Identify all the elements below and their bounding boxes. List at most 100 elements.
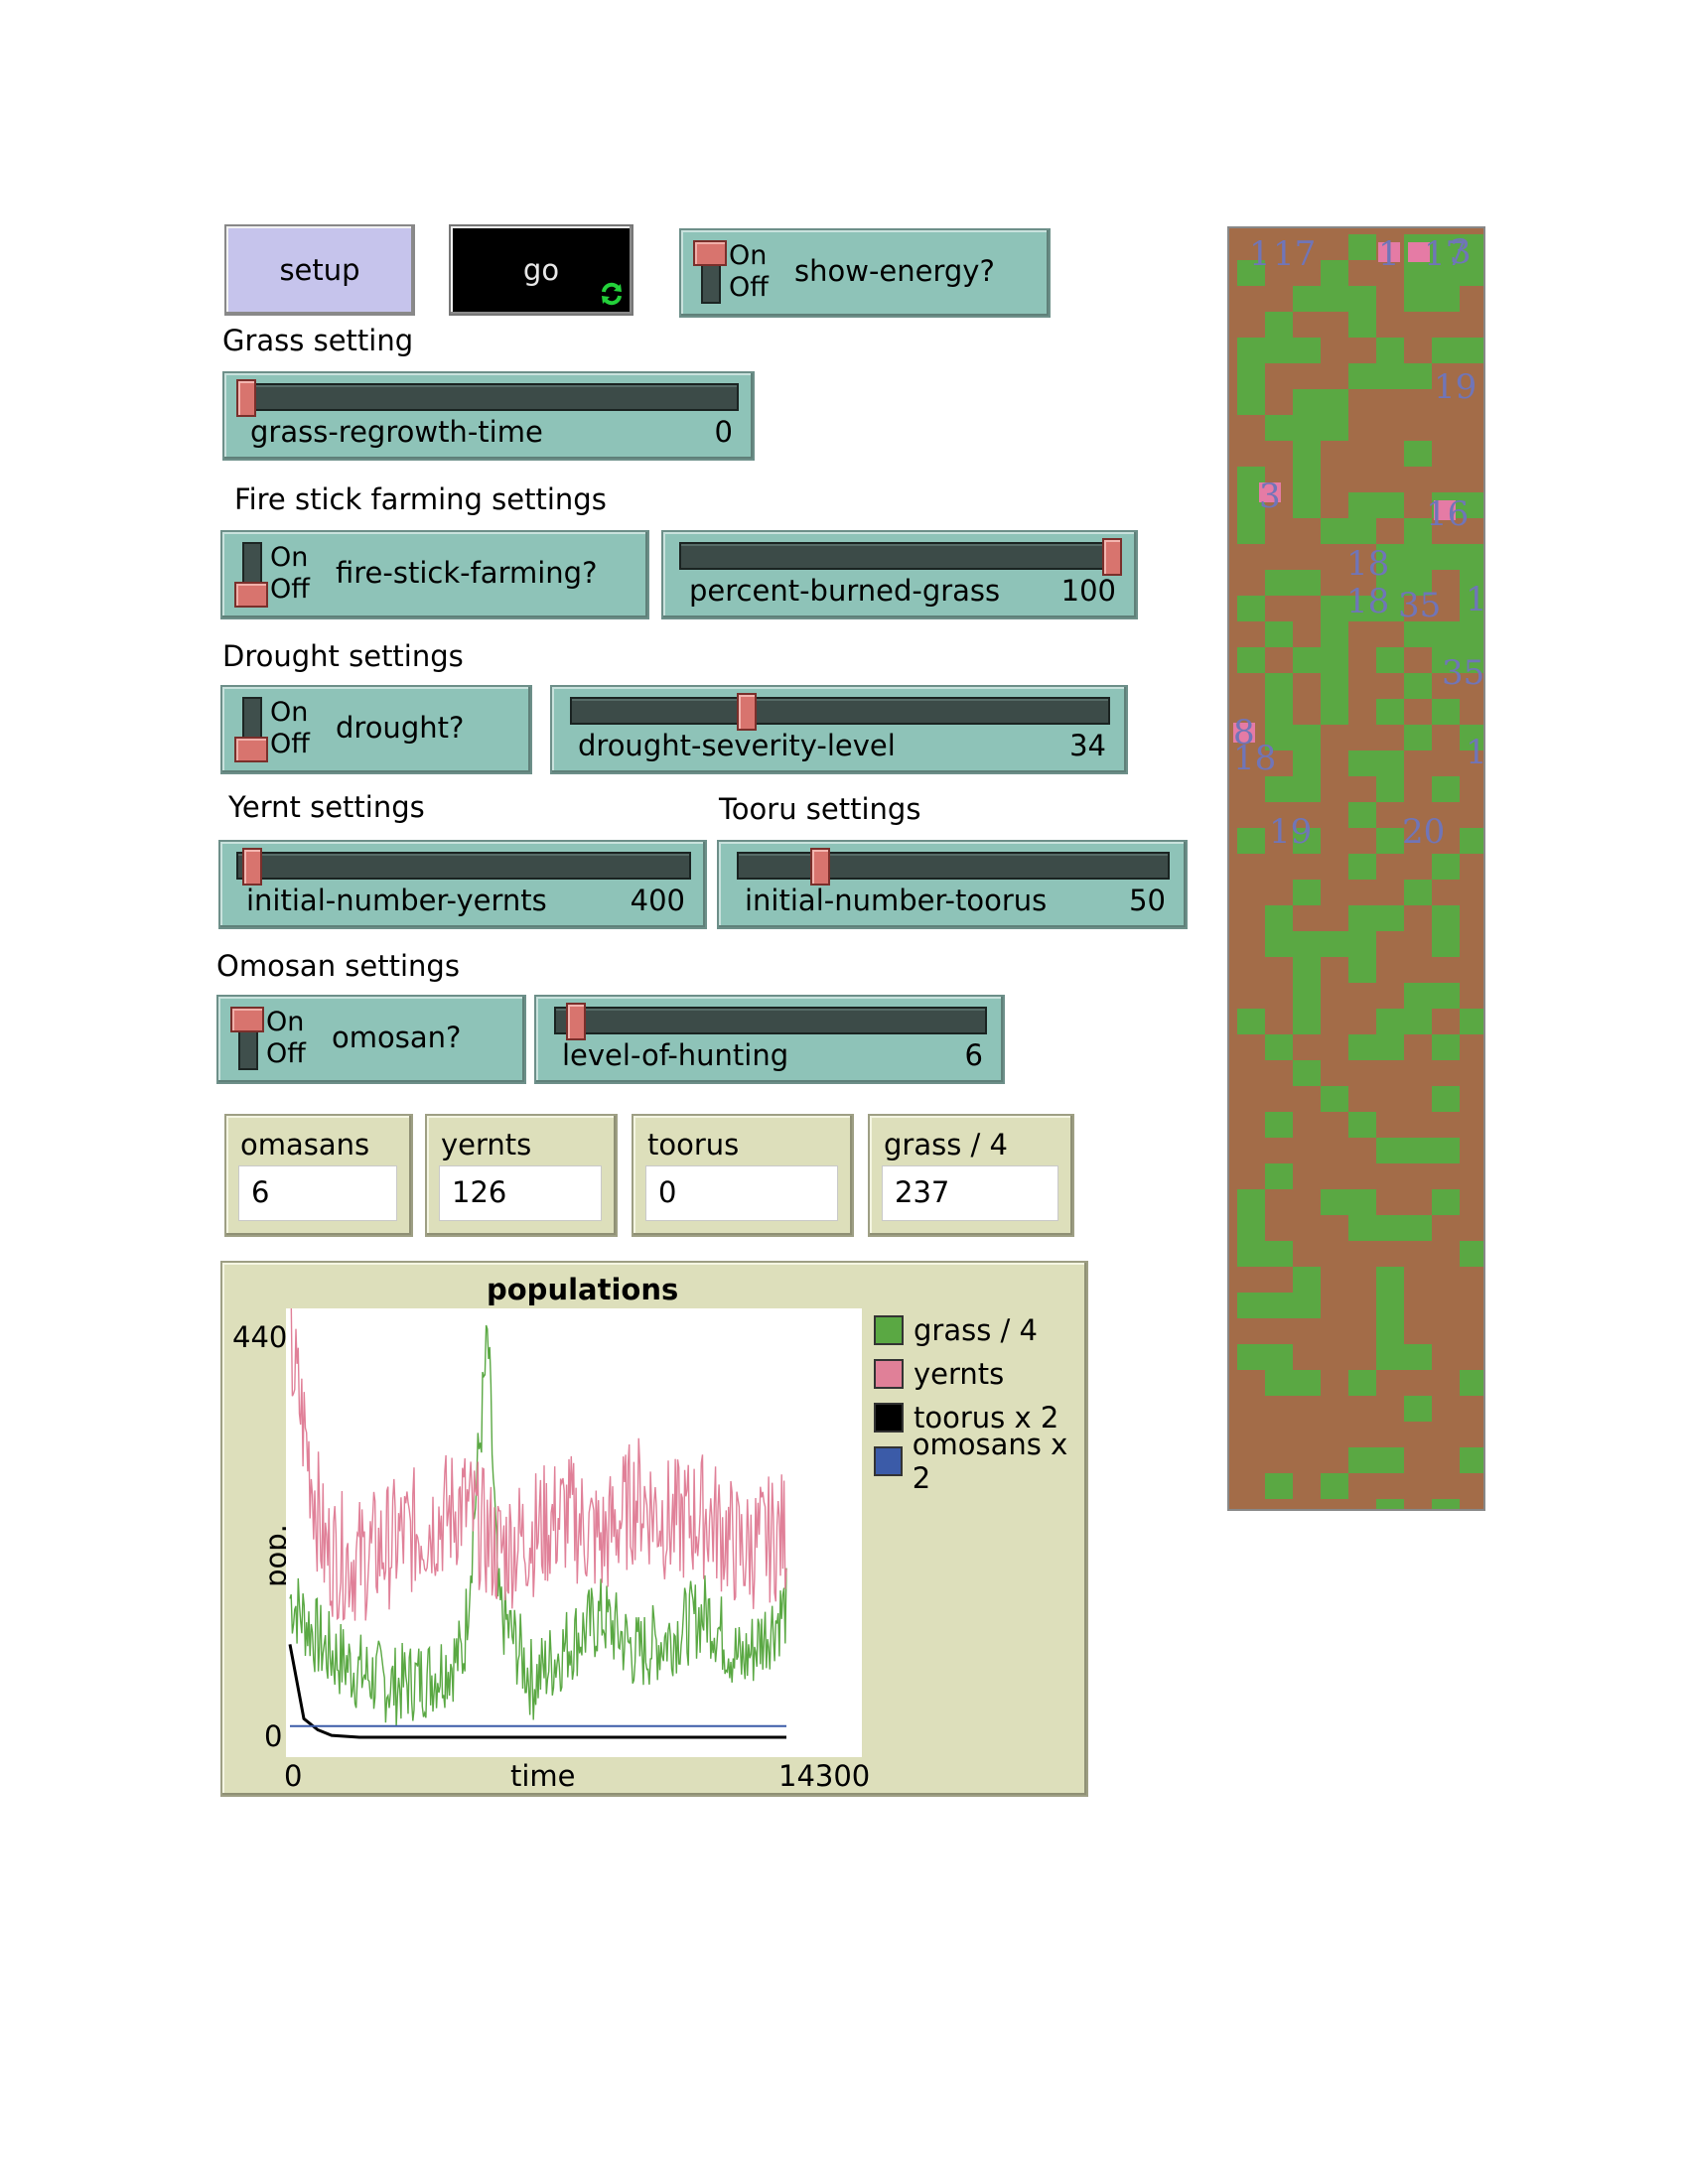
grass-regrowth-time-slider[interactable]: grass-regrowth-time 0 [222,371,755,461]
grass-patch [1293,931,1321,957]
grass-patch [1376,338,1404,363]
grass-patch [1376,570,1404,596]
show-energy-switch[interactable]: On Off show-energy? [679,228,1051,318]
grass-patch [1404,880,1432,905]
grass-patch [1348,596,1376,621]
grass-patch [1460,1241,1483,1267]
grass-patch [1432,260,1460,286]
plot-ymin-label: 0 [264,1719,283,1753]
grass-patch [1293,957,1321,983]
grass-patch [1376,1009,1404,1034]
grass-patch [1321,1473,1348,1499]
grass-patch [1348,518,1376,544]
grass-patch [1237,363,1265,389]
slider-knob[interactable] [1102,538,1122,576]
grass-patch [1265,415,1293,441]
grass-patch [1237,1293,1265,1318]
switch-knob[interactable] [234,582,268,608]
slider-knob[interactable] [242,848,262,886]
grass-patch [1432,854,1460,880]
section-label-drought: Drought settings [222,639,464,673]
legend-item: omosans x 2 [874,1428,1086,1495]
switch-off-label: Off [270,574,310,605]
grass-patch [1404,544,1432,570]
setup-button[interactable]: setup [224,224,415,316]
agent-energy-label: 17 [1273,234,1317,274]
grass-patch [1376,544,1404,570]
grass-patch [1293,1267,1321,1293]
grass-patch [1460,1447,1483,1473]
section-label-fire: Fire stick farming settings [234,482,607,516]
grass-patch [1376,363,1404,389]
legend-label: toorus x 2 [914,1401,1059,1434]
slider-knob[interactable] [810,848,830,886]
grass-patch [1432,1499,1460,1509]
drought-severity-level-slider[interactable]: drought-severity-level 34 [550,685,1128,774]
grass-patch [1293,725,1321,751]
monitor-value: 6 [238,1165,397,1221]
slider-track [554,1007,987,1034]
monitor-yernts: yernts 126 [425,1114,618,1237]
percent-burned-grass-slider[interactable]: percent-burned-grass 100 [661,530,1138,619]
grass-patch [1432,1189,1460,1215]
switch-knob[interactable] [234,737,268,762]
grass-patch [1404,286,1432,312]
grass-patch [1237,389,1265,415]
level-of-hunting-slider[interactable]: level-of-hunting 6 [534,995,1005,1084]
agent-energy-label: 1 [1249,234,1271,274]
slider-name: drought-severity-level [578,729,896,762]
grass-patch [1321,260,1348,286]
switch-knob[interactable] [693,240,727,266]
grass-patch [1293,1060,1321,1086]
grass-patch [1404,673,1432,699]
populations-plot: populations 440 0 pop. 0 time 14300 gras… [220,1261,1088,1797]
grass-patch [1432,1138,1460,1163]
initial-number-yernts-slider[interactable]: initial-number-yernts 400 [218,840,707,929]
grass-patch [1460,621,1483,647]
slider-track [236,852,691,880]
grass-patch [1237,1241,1265,1267]
grass-patch [1321,1189,1348,1215]
go-button[interactable]: go [449,224,633,316]
fire-stick-farming-switch[interactable]: On Off fire-stick-farming? [220,530,649,619]
switch-name: drought? [336,711,465,745]
slider-knob[interactable] [236,379,256,417]
grass-patch [1376,1034,1404,1060]
switch-off-label: Off [270,729,310,759]
grass-patch [1432,338,1460,363]
slider-knob[interactable] [737,693,757,731]
grass-patch [1321,518,1348,544]
slider-value: 6 [964,1038,983,1072]
grass-patch [1432,1034,1460,1060]
grass-patch [1404,983,1432,1009]
grass-patch [1237,647,1265,673]
grass-patch [1460,492,1483,518]
grass-patch [1404,363,1432,389]
grass-patch [1237,1215,1265,1241]
initial-number-toorus-slider[interactable]: initial-number-toorus 50 [717,840,1188,929]
grass-patch [1348,1112,1376,1138]
omosan-switch[interactable]: On Off omosan? [216,995,526,1084]
legend-item: grass / 4 [874,1308,1086,1352]
slider-value: 50 [1129,884,1166,917]
grass-patch [1237,828,1265,854]
grass-patch [1348,1370,1376,1396]
slider-knob[interactable] [566,1003,586,1040]
slider-name: level-of-hunting [562,1038,789,1072]
grass-patch [1404,441,1432,467]
drought-switch[interactable]: On Off drought? [220,685,532,774]
switch-knob[interactable] [230,1007,264,1032]
yernt-agent [1378,242,1400,262]
grass-patch [1376,776,1404,802]
go-button-label: go [522,253,560,287]
slider-track [570,697,1110,725]
grass-patch [1376,828,1404,854]
legend-swatch [874,1403,904,1433]
grass-patch [1376,1499,1404,1509]
grass-patch [1293,1009,1321,1034]
grass-patch [1348,1189,1376,1215]
yernt-agent [1233,723,1255,743]
grass-patch [1293,828,1321,854]
grass-patch [1265,905,1293,931]
